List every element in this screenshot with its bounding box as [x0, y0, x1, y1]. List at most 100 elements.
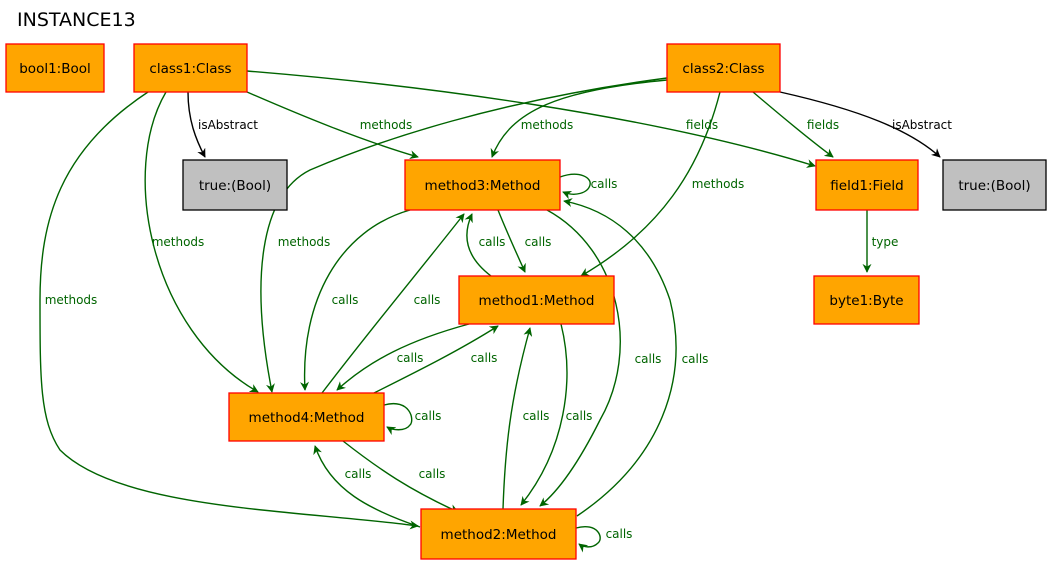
edge-line	[321, 213, 465, 394]
edge-label: calls	[415, 409, 442, 423]
edge-label: calls	[682, 352, 709, 366]
edge-label: methods	[692, 177, 745, 191]
node-method4[interactable]: method4:Method	[228, 392, 385, 442]
node-label: class1:Class	[149, 61, 231, 77]
edge-method3-method1-calls: calls	[497, 209, 552, 273]
edge-line	[187, 91, 206, 158]
node-box	[404, 159, 561, 211]
edge-label: isAbstract	[198, 118, 258, 132]
edge-line	[260, 77, 668, 393]
node-label: method4:Method	[249, 410, 365, 426]
node-box	[133, 43, 248, 93]
edge-line	[490, 79, 668, 158]
edge-method4-method3-calls: calls	[321, 213, 465, 394]
edge-line	[497, 209, 526, 273]
edge-method2-method1-calls: calls	[502, 327, 550, 510]
edge-method3-method3-calls: calls	[559, 173, 617, 200]
node-box	[5, 43, 105, 93]
diagram-title: INSTANCE13	[17, 9, 136, 31]
edge-method1-method3-calls: calls	[464, 213, 506, 277]
edge-label: methods	[278, 235, 331, 249]
node-true2[interactable]: true:(Bool)	[942, 159, 1047, 211]
edge-label: calls	[606, 527, 633, 541]
edge-method3-method2-calls: calls	[539, 209, 662, 507]
node-box	[228, 392, 385, 442]
node-label: class2:Class	[682, 61, 764, 77]
edge-class2-field1-fields: fields	[752, 91, 839, 158]
edge-method3-method4-calls: calls	[300, 209, 411, 391]
edge-class2-method3-methods: methods	[490, 79, 668, 158]
edge-class1-method4-methods: methods	[144, 91, 259, 393]
node-method3[interactable]: method3:Method	[404, 159, 561, 211]
edge-line	[575, 526, 601, 553]
node-class1[interactable]: class1:Class	[133, 43, 248, 93]
edge-method1-method2-calls: calls	[520, 323, 593, 506]
node-method1[interactable]: method1:Method	[458, 275, 615, 325]
edge-method4-method2-calls: calls	[342, 440, 459, 513]
edge-line	[383, 402, 413, 436]
edge-label: calls	[523, 409, 550, 423]
edge-line	[39, 91, 419, 530]
node-label: field1:Field	[830, 178, 903, 194]
node-box	[420, 508, 577, 560]
edge-method4-method4-calls: calls	[383, 402, 442, 436]
edge-method2-method3-calls: calls	[563, 198, 709, 517]
edge-method4-method1-calls: calls	[373, 325, 499, 394]
edge-label: type	[872, 235, 899, 249]
node-label: method1:Method	[479, 293, 595, 309]
edge-class1-method3-methods: methods	[246, 91, 419, 160]
node-method2[interactable]: method2:Method	[420, 508, 577, 560]
edge-line	[342, 440, 459, 513]
node-field1[interactable]: field1:Field	[815, 159, 919, 211]
edge-class1-true1-isAbstract: isAbstract	[187, 91, 258, 158]
edge-class1-field1-fields: fields	[246, 70, 816, 168]
edge-method1-method4-calls: calls	[336, 323, 470, 391]
edge-line	[502, 327, 533, 510]
edge-label: fields	[807, 118, 839, 132]
node-box	[942, 159, 1047, 211]
node-byte1[interactable]: byte1:Byte	[813, 275, 920, 325]
node-box	[815, 159, 919, 211]
edge-label: calls	[525, 235, 552, 249]
edge-line	[246, 70, 816, 168]
edge-line	[336, 323, 470, 391]
edge-class2-method1-methods: methods	[580, 91, 745, 277]
edge-label: methods	[521, 118, 574, 132]
edge-line	[246, 91, 419, 160]
edge-class2-method4-methods: methods	[260, 77, 668, 393]
edge-field1-byte1-type: type	[862, 210, 899, 273]
edge-label: methods	[45, 293, 98, 307]
edge-label: calls	[345, 467, 372, 481]
node-label: bool1:Bool	[19, 61, 91, 77]
edge-label: calls	[332, 293, 359, 307]
edge-label: methods	[152, 235, 205, 249]
edge-line	[520, 323, 568, 506]
node-box	[458, 275, 615, 325]
node-class2[interactable]: class2:Class	[666, 43, 781, 93]
edge-line	[580, 91, 721, 277]
edge-label: calls	[419, 467, 446, 481]
node-box	[666, 43, 781, 93]
edge-label: calls	[471, 351, 498, 365]
edge-class2-true2-isAbstract: isAbstract	[779, 91, 952, 158]
edge-label: calls	[479, 235, 506, 249]
edge-line	[373, 325, 499, 394]
edge-label: calls	[635, 352, 662, 366]
node-true1[interactable]: true:(Bool)	[182, 159, 288, 211]
node-box	[813, 275, 920, 325]
edge-line	[144, 91, 259, 393]
node-label: method2:Method	[441, 527, 557, 543]
edge-line	[779, 91, 941, 158]
node-label: method3:Method	[425, 178, 541, 194]
edge-label: calls	[414, 293, 441, 307]
edge-line	[563, 198, 677, 517]
node-bool1[interactable]: bool1:Bool	[5, 43, 105, 93]
edge-method2-method2-calls: calls	[575, 526, 633, 553]
edge-label: calls	[566, 409, 593, 423]
edge-label: calls	[397, 351, 424, 365]
edge-label: methods	[360, 118, 413, 132]
nodes-layer: bool1:Bool class1:Class class2:Class true:(…	[5, 43, 1047, 560]
node-label: true:(Bool)	[958, 178, 1030, 194]
